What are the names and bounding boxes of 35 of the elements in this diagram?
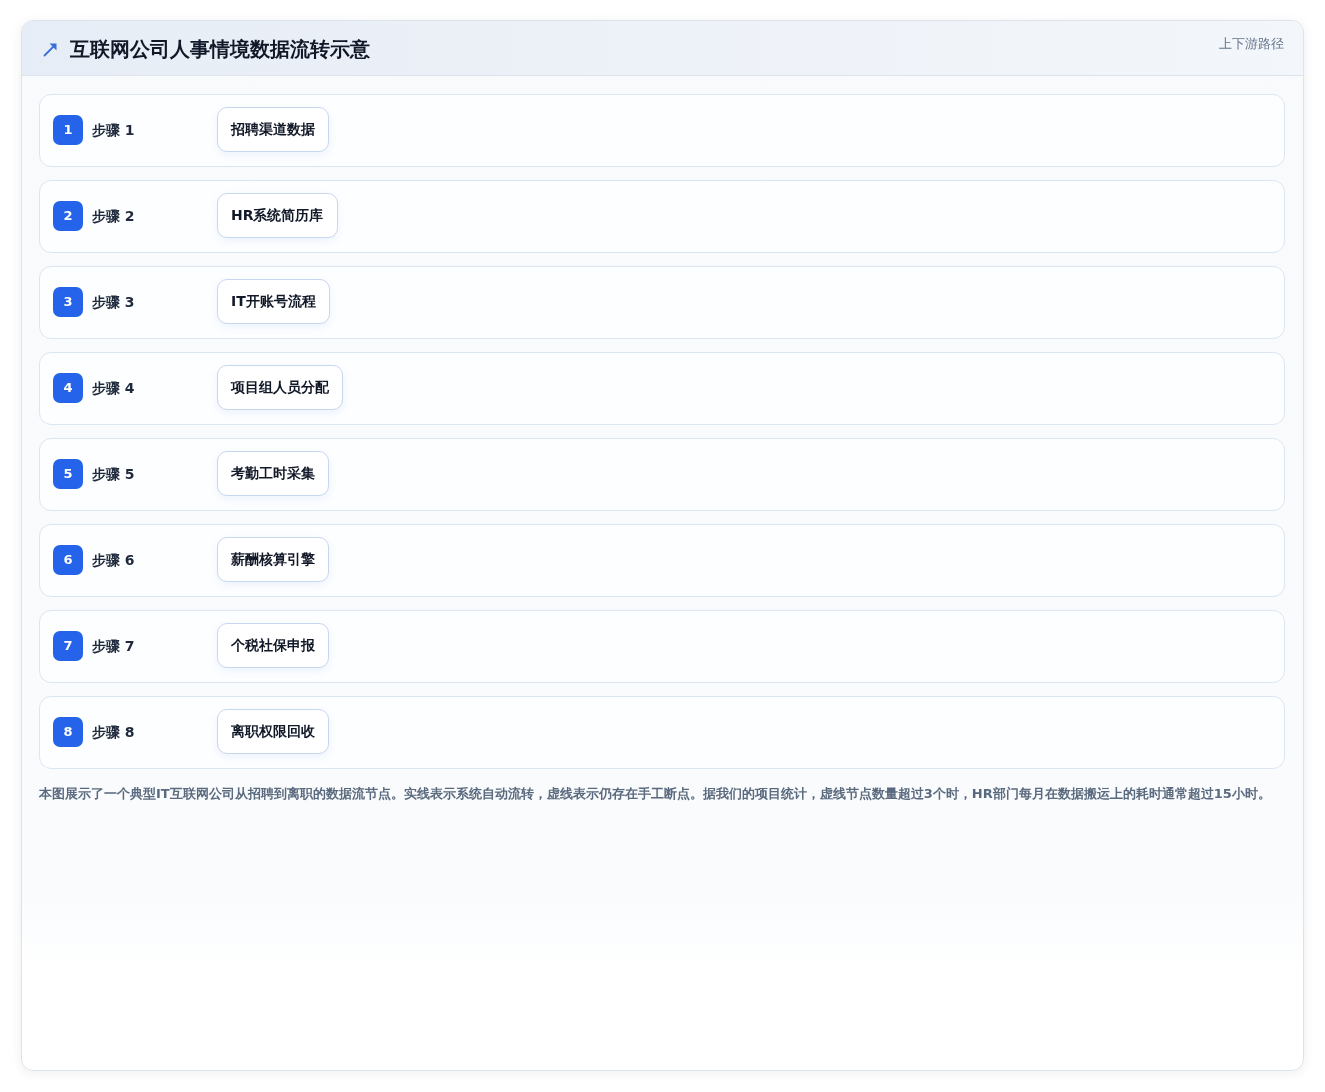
process-box: 离职权限回收 [217,709,329,754]
step-number-badge: 6 [53,545,83,575]
step-row [39,266,1285,339]
process-box: 薪酬核算引擎 [217,537,329,582]
step-number-badge: 7 [53,631,83,661]
process-box: 项目组人员分配 [217,365,343,410]
step-row [39,610,1285,683]
step-number-badge: 4 [53,373,83,403]
step-label: 步骤 1 [92,121,135,140]
process-box: 招聘渠道数据 [217,107,329,152]
step-row [39,438,1285,511]
step-row [39,696,1285,769]
step-label: 步骤 6 [92,551,135,570]
step-row [39,180,1285,253]
caption-text: 本图展示了一个典型IT互联网公司从招聘到离职的数据流节点。实线表示系统自动流转，虚线表示仍存在手工断点。据我们的项目统计，虚线节点数量超过3个时，HR部门每月在数据搬运上的耗时通常超过15小时。 [39,785,1272,803]
process-box: IT开账号流程 [217,279,330,324]
process-box: 个税社保申报 [217,623,329,668]
step-number-badge: 5 [53,459,83,489]
step-number-badge: 2 [53,201,83,231]
process-box: HR系统简历库 [217,193,338,238]
step-label: 步骤 2 [92,207,135,226]
header-note: 上下游路径 [1219,35,1284,53]
step-row [39,352,1285,425]
step-row [39,94,1285,167]
step-label: 步骤 5 [92,465,135,484]
step-number-badge: 1 [53,115,83,145]
step-row [39,524,1285,597]
step-number-badge: 3 [53,287,83,317]
step-label: 步骤 8 [92,723,135,742]
step-label: 步骤 4 [92,379,135,398]
step-label: 步骤 7 [92,637,135,656]
process-box: 考勤工时采集 [217,451,329,496]
diagram-title: 互联网公司人事情境数据流转示意 [70,36,370,63]
step-label: 步骤 3 [92,293,135,312]
step-number-badge: 8 [53,717,83,747]
